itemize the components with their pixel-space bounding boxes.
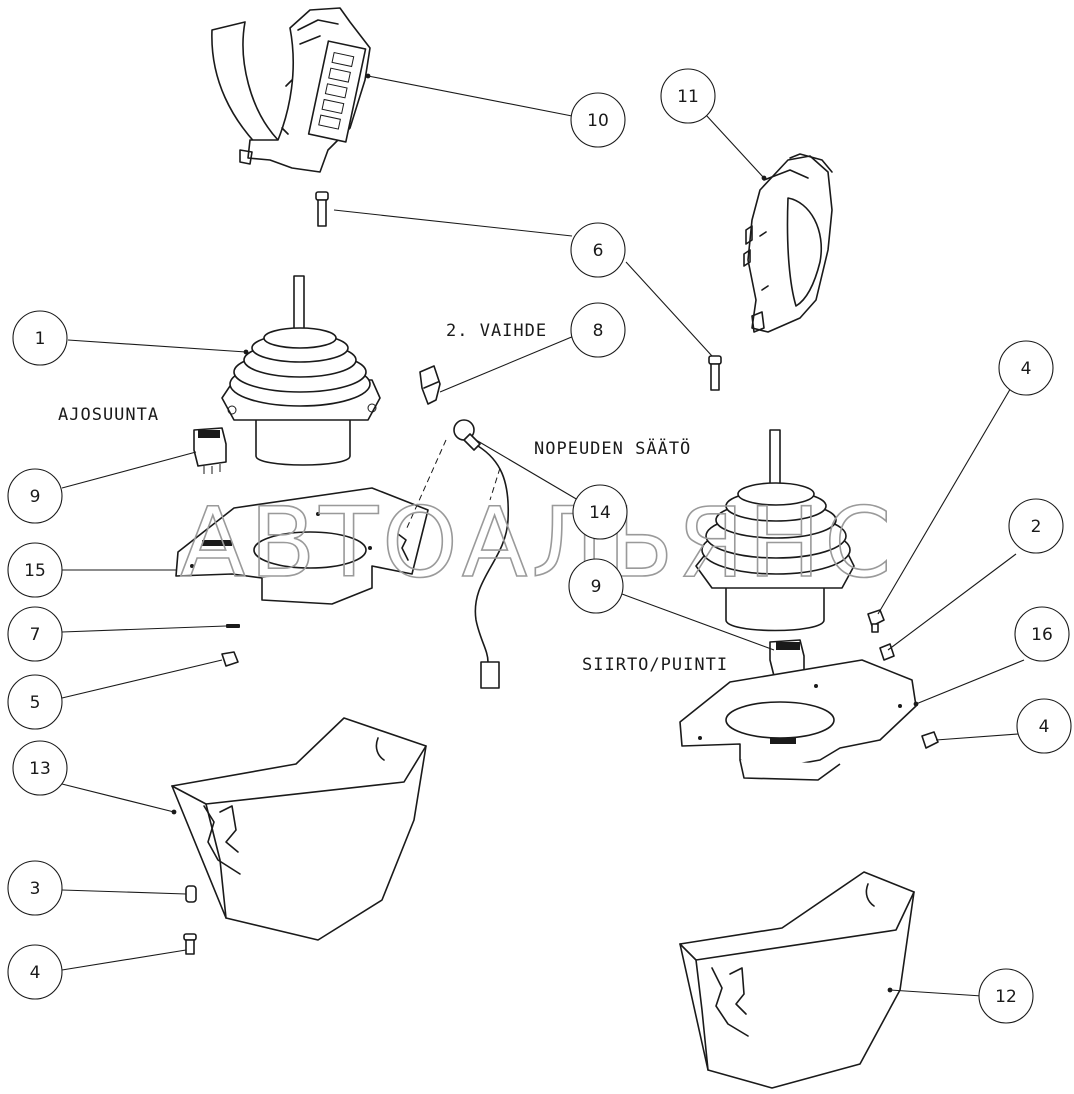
- nut-part-5: [221, 651, 239, 667]
- svg-text:4: 4: [1039, 717, 1050, 737]
- callout-5: 5: [7, 674, 63, 730]
- callout-6: 6: [570, 222, 626, 278]
- screw-part-6b: [708, 355, 722, 391]
- bolt-part-4c: [921, 731, 939, 749]
- callout-3: 3: [7, 860, 63, 916]
- callout-13: 13: [12, 740, 68, 796]
- svg-text:1: 1: [35, 329, 46, 349]
- svg-text:13: 13: [29, 759, 51, 779]
- svg-text:9: 9: [591, 577, 602, 597]
- svg-text:4: 4: [1021, 359, 1032, 379]
- svg-text:10: 10: [587, 111, 609, 131]
- svg-text:9: 9: [30, 487, 41, 507]
- callout-2: 2: [1008, 498, 1064, 554]
- callout-9-left: 9: [7, 468, 63, 524]
- mounting-plate-part-15: [175, 487, 429, 605]
- callout-9-right: 9: [568, 558, 624, 614]
- svg-text:15: 15: [24, 561, 46, 581]
- leader-lines: [61, 73, 1025, 997]
- label-siirto-puinti: SIIRTO/PUINTI: [582, 655, 728, 675]
- bulb-part-8: [419, 365, 441, 405]
- assembly-lines: [405, 439, 501, 531]
- handle-part-10: [211, 7, 371, 173]
- callout-1: 1: [12, 310, 68, 366]
- callout-14: 14: [572, 484, 628, 540]
- svg-text:12: 12: [995, 987, 1017, 1007]
- label-vaihde: 2. VAIHDE: [446, 321, 547, 341]
- svg-text:7: 7: [30, 625, 41, 645]
- callout-8: 8: [570, 302, 626, 358]
- svg-text:3: 3: [30, 879, 41, 899]
- svg-text:16: 16: [1031, 625, 1053, 645]
- svg-text:8: 8: [593, 321, 604, 341]
- screw-part-6a: [315, 191, 329, 227]
- callout-4-left: 4: [7, 944, 63, 1000]
- clip-part-3: [185, 885, 197, 903]
- cover-part-13: [171, 717, 427, 941]
- joystick-base-right: [695, 429, 855, 632]
- handle-part-11: [743, 153, 833, 333]
- lamp-part-14: [453, 419, 510, 689]
- callout-4-right: 4: [1016, 698, 1072, 754]
- svg-text:4: 4: [30, 963, 41, 983]
- svg-text:2: 2: [1031, 517, 1042, 537]
- bolt-part-4b: [867, 609, 885, 633]
- callout-7: 7: [7, 606, 63, 662]
- callout-4-top-right: 4: [998, 340, 1054, 396]
- pin-part-7: [226, 624, 240, 628]
- callout-11: 11: [660, 68, 716, 124]
- mounting-plate-part-16: [679, 659, 917, 781]
- svg-text:5: 5: [30, 693, 41, 713]
- svg-text:14: 14: [589, 503, 611, 523]
- callout-15: 15: [7, 542, 63, 598]
- label-ajosuunta: AJOSUUNTA: [58, 405, 159, 425]
- svg-text:6: 6: [593, 241, 604, 261]
- joystick-base-part-1: [221, 275, 381, 466]
- cover-part-12: [679, 871, 915, 1089]
- svg-text:11: 11: [677, 87, 699, 107]
- rocker-switch-part-9a: [193, 427, 227, 474]
- callout-16: 16: [1014, 606, 1070, 662]
- label-nopeuden-saato: NOPEUDEN SÄÄTÖ: [534, 437, 691, 459]
- bolt-part-4a: [183, 933, 197, 955]
- callout-12: 12: [978, 968, 1034, 1024]
- callout-10: 10: [570, 92, 626, 148]
- watermark-text: АВТОАЛЬЯНС: [180, 487, 895, 599]
